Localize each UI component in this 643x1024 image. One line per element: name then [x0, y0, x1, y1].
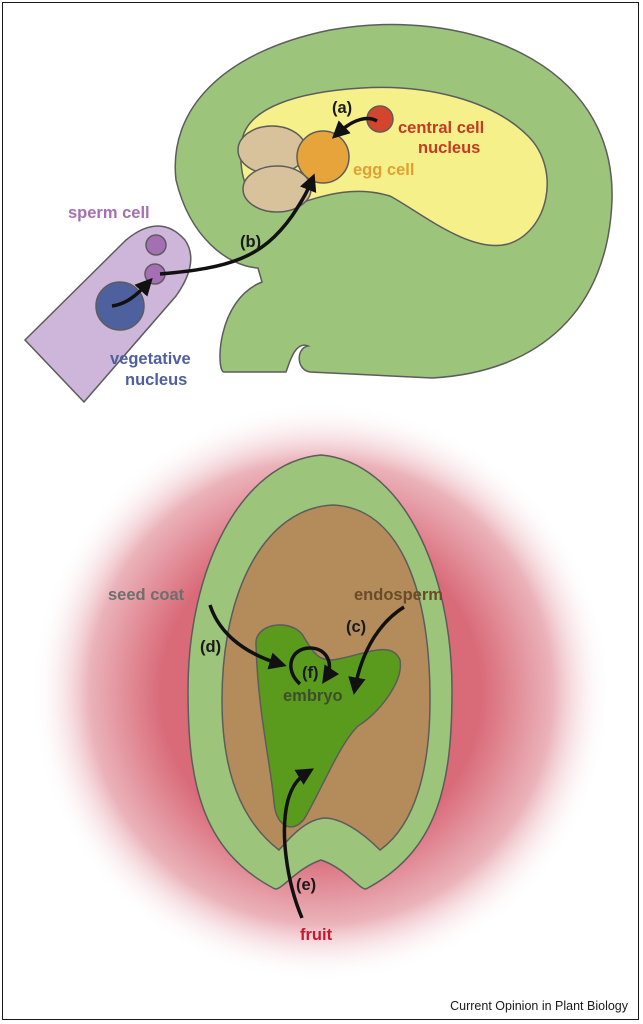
label-a: (a) — [332, 99, 352, 117]
sperm-cell-upper — [146, 235, 166, 255]
figure-credit: Current Opinion in Plant Biology — [450, 999, 629, 1013]
ovule-body — [175, 24, 612, 378]
label-vegetative-line2: nucleus — [125, 371, 187, 389]
label-f: (f) — [302, 664, 318, 682]
egg-cell — [297, 131, 349, 183]
label-endosperm: endosperm — [354, 586, 443, 604]
label-central-cell-line2: nucleus — [418, 139, 480, 157]
label-egg-cell: egg cell — [353, 161, 414, 179]
label-vegetative-line1: vegetative — [110, 350, 191, 368]
label-e: (e) — [296, 876, 316, 894]
label-c: (c) — [346, 618, 366, 636]
label-embryo: embryo — [283, 687, 343, 705]
label-seed-coat: seed coat — [108, 586, 185, 604]
label-b: (b) — [240, 233, 261, 251]
label-d: (d) — [200, 638, 221, 656]
vegetative-nucleus — [96, 282, 144, 330]
label-sperm-cell: sperm cell — [68, 204, 150, 222]
label-central-cell-line1: central cell — [398, 119, 484, 137]
label-fruit: fruit — [300, 926, 333, 944]
